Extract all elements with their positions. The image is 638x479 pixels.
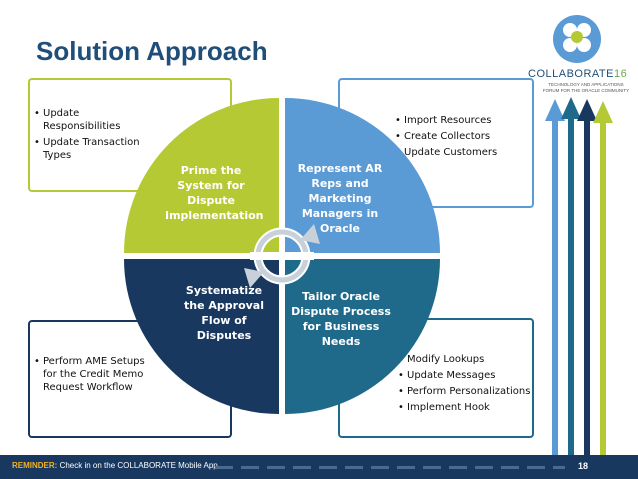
quadrant-label-tailor: Tailor Oracle Dispute Process for Busine… <box>291 290 391 348</box>
logo-tagline: TECHNOLOGY AND APPLICATIONS FORUM FOR TH… <box>542 82 630 93</box>
bullet-item: Update Responsibilities <box>34 107 146 133</box>
quadrant-label-systematize: Systematize the Approval Flow of Dispute… <box>184 284 264 342</box>
page-number: 18 <box>578 461 589 471</box>
bullet-item: Perform AME Setups for the Credit Memo R… <box>34 355 146 394</box>
quadrant-label-prime: Prime the System for Dispute Implementat… <box>165 164 264 222</box>
footer-reminder: REMINDER: Check in on the COLLABORATE Mo… <box>12 461 218 470</box>
quadrant-systematize <box>124 259 279 414</box>
collaborate-logo-icon <box>553 15 601 63</box>
bullet-item: Implement Hook <box>398 401 532 414</box>
upward-arrows-icon <box>545 97 613 455</box>
quadrant-label-represent: Represent AR Reps and Marketing Managers… <box>297 162 383 235</box>
quadrant-prime <box>124 98 279 253</box>
bullet-item: Perform Personalizations <box>398 385 532 398</box>
bullet-item: Import Resources <box>395 114 532 127</box>
bullet-item: Create Collectors <box>395 130 532 143</box>
quadrant-circle <box>124 98 440 414</box>
bullet-item: Update Transaction Types <box>34 136 146 162</box>
page-title: Solution Approach <box>36 36 268 66</box>
quadrant-represent <box>285 98 440 253</box>
quadrant-tailor <box>285 259 440 414</box>
cycle-arrows-icon <box>244 224 320 288</box>
logo-wordmark: COLLABORATE16 <box>528 68 628 80</box>
footer-bar: REMINDER: Check in on the COLLABORATE Mo… <box>0 455 638 479</box>
footer-divider <box>215 466 565 469</box>
bullet-item: Update Messages <box>398 369 532 382</box>
